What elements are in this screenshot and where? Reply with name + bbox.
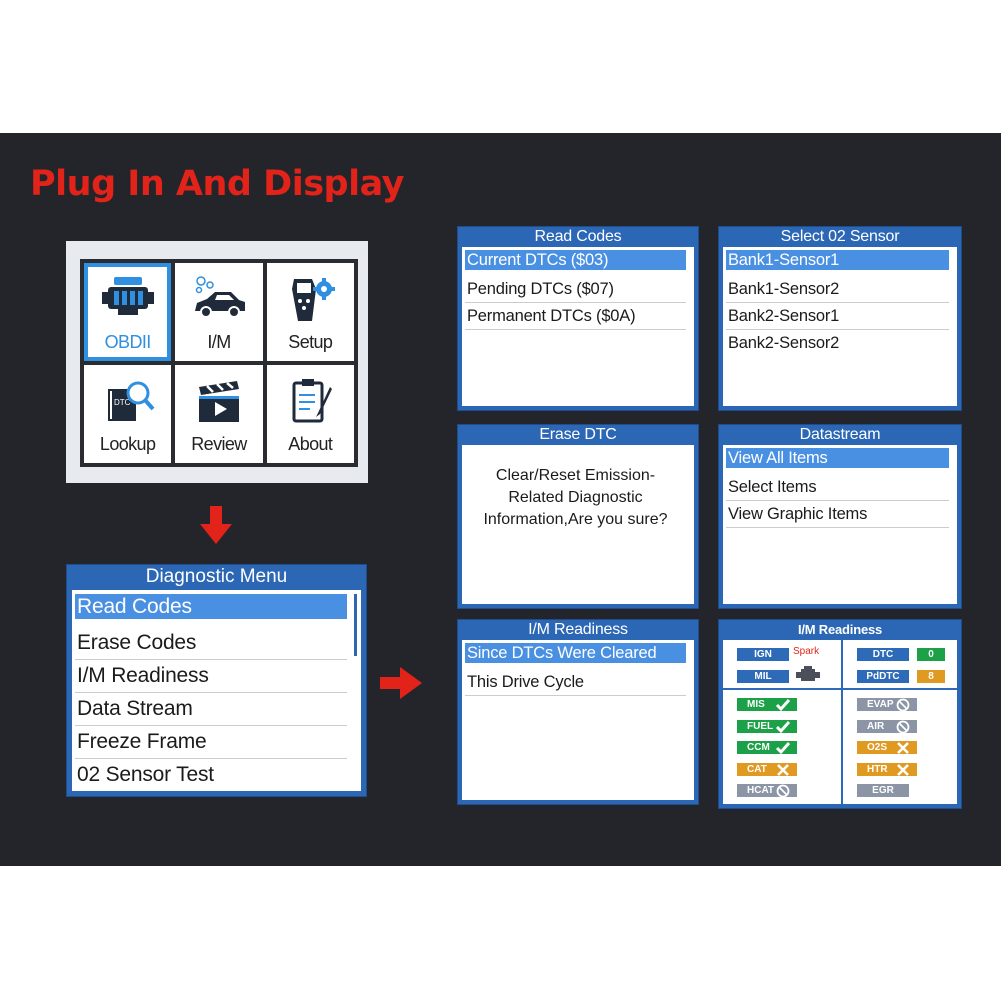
tile-label: About bbox=[288, 434, 333, 454]
confirm-message: Clear/Reset Emission- Related Diagnostic… bbox=[465, 465, 686, 531]
im-readiness-menu-screen: I/M Readiness Since DTCs Were Cleared Th… bbox=[457, 619, 699, 805]
tile-obdii[interactable]: OBDII bbox=[84, 263, 172, 361]
ign-badge: IGN bbox=[737, 648, 789, 661]
spark-label: Spark bbox=[793, 646, 820, 657]
screen-title: I/M Readiness bbox=[528, 621, 628, 638]
screen-title: Diagnostic Menu bbox=[145, 566, 288, 587]
arrow-right-icon bbox=[380, 667, 422, 699]
im-readiness-status-screen: I/M Readiness IGN Spark MIL DTC 0 PdDTC … bbox=[718, 619, 962, 809]
menu-item-im-readiness[interactable]: I/M Readiness bbox=[75, 660, 347, 693]
engine-icon bbox=[101, 277, 154, 315]
screen-body: Read Codes Erase Codes I/M Readiness Dat… bbox=[72, 590, 361, 791]
dtc-badge: DTC bbox=[857, 648, 909, 661]
headline: Plug In And Display bbox=[30, 164, 404, 204]
tile-label: Review bbox=[191, 434, 247, 454]
pddtc-count-badge: 8 bbox=[917, 670, 945, 683]
monitor-evap-badge: EVAP bbox=[857, 698, 917, 711]
menu-item-read-codes[interactable]: Read Codes bbox=[75, 594, 347, 619]
erase-dtc-screen: Erase DTC Clear/Reset Emission- Related … bbox=[457, 424, 699, 609]
menu-item-erase-codes[interactable]: Erase Codes bbox=[75, 627, 347, 660]
screen-body: Current DTCs ($03) Pending DTCs ($07) Pe… bbox=[462, 247, 694, 406]
diagnostic-menu-screen: Diagnostic Menu Read Codes Erase Codes I… bbox=[66, 564, 367, 797]
tile-lookup[interactable]: DTC Lookup bbox=[84, 365, 172, 463]
check-engine-icon bbox=[796, 666, 820, 681]
message-line: Information,Are you sure? bbox=[483, 511, 668, 528]
screen-body: Clear/Reset Emission- Related Diagnostic… bbox=[462, 445, 694, 604]
monitor-air-badge: AIR bbox=[857, 719, 917, 733]
menu-item-current-dtcs[interactable]: Current DTCs ($03) bbox=[465, 250, 686, 270]
dtc-count-badge: 0 bbox=[917, 648, 945, 661]
screen-title: Read Codes bbox=[534, 228, 622, 245]
menu-item-freeze-frame[interactable]: Freeze Frame bbox=[75, 726, 347, 759]
menu-item-pending-dtcs[interactable]: Pending DTCs ($07) bbox=[465, 276, 686, 303]
message-line: Related Diagnostic bbox=[508, 489, 643, 506]
scanner-gear-icon bbox=[292, 278, 336, 321]
menu-item-data-stream[interactable]: Data Stream bbox=[75, 693, 347, 726]
datastream-screen: Datastream View All Items Select Items V… bbox=[718, 424, 962, 609]
svg-text:DTC: DTC bbox=[114, 398, 131, 407]
screen-title: Datastream bbox=[799, 426, 881, 443]
tile-setup[interactable]: Setup bbox=[266, 263, 354, 361]
screen-title: I/M Readiness bbox=[797, 622, 883, 637]
tile-label: Setup bbox=[288, 332, 333, 352]
screen-body: Bank1-Sensor1 Bank1-Sensor2 Bank2-Sensor… bbox=[723, 247, 957, 406]
not-available-icon bbox=[775, 784, 791, 798]
grid-divider bbox=[841, 640, 843, 804]
select-o2-sensor-screen: Select 02 Sensor Bank1-Sensor1 Bank1-Sen… bbox=[718, 226, 962, 411]
tile-label: OBDII bbox=[104, 332, 152, 352]
cross-icon bbox=[895, 763, 911, 776]
not-available-icon bbox=[895, 698, 911, 712]
menu-item-o2-sensor-test[interactable]: 02 Sensor Test bbox=[77, 763, 214, 786]
read-codes-screen: Read Codes Current DTCs ($03) Pending DT… bbox=[457, 226, 699, 411]
menu-item-permanent-dtcs[interactable]: Permanent DTCs ($0A) bbox=[465, 303, 686, 330]
pddtc-badge: PdDTC bbox=[857, 670, 909, 683]
menu-item-this-drive-cycle[interactable]: This Drive Cycle bbox=[465, 669, 686, 696]
menu-item-select-items[interactable]: Select Items bbox=[726, 474, 949, 501]
tile-review[interactable]: Review bbox=[175, 365, 263, 463]
message-line: Clear/Reset Emission- bbox=[495, 467, 656, 484]
menu-item-bank2-sensor2[interactable]: Bank2-Sensor2 bbox=[728, 334, 840, 352]
menu-item-view-all-items[interactable]: View All Items bbox=[726, 448, 949, 468]
arrow-down-icon bbox=[200, 506, 232, 544]
monitor-egr-badge: EGR bbox=[857, 784, 909, 797]
menu-item-view-graphic-items[interactable]: View Graphic Items bbox=[726, 501, 949, 528]
screen-body: View All Items Select Items View Graphic… bbox=[723, 445, 957, 604]
menu-item-bank1-sensor2[interactable]: Bank1-Sensor2 bbox=[726, 276, 949, 303]
car-icon bbox=[194, 276, 245, 318]
tile-about[interactable]: About bbox=[266, 365, 354, 463]
not-available-icon bbox=[895, 720, 911, 733]
clipboard-pen-icon bbox=[292, 379, 333, 423]
screen-title: Erase DTC bbox=[539, 426, 617, 443]
check-icon bbox=[775, 720, 791, 733]
menu-item-since-dtcs-cleared[interactable]: Since DTCs Were Cleared bbox=[465, 643, 686, 663]
menu-item-bank1-sensor1[interactable]: Bank1-Sensor1 bbox=[726, 250, 949, 270]
menu-item-bank2-sensor1[interactable]: Bank2-Sensor1 bbox=[726, 303, 949, 330]
book-search-icon: DTC bbox=[107, 381, 155, 421]
check-icon bbox=[775, 698, 791, 712]
tile-im[interactable]: I/M bbox=[175, 263, 263, 361]
screen-body: Since DTCs Were Cleared This Drive Cycle bbox=[462, 640, 694, 800]
main-menu-grid: OBDII I/M Setup bbox=[80, 259, 358, 467]
mil-badge: MIL bbox=[737, 670, 789, 683]
clapperboard-icon bbox=[198, 381, 239, 422]
cross-icon bbox=[775, 763, 791, 776]
grid-divider bbox=[723, 688, 957, 690]
tile-label: I/M bbox=[207, 332, 231, 352]
scrollbar[interactable] bbox=[354, 594, 357, 656]
screen-title: Select 02 Sensor bbox=[780, 228, 900, 245]
check-icon bbox=[775, 741, 791, 755]
monitor-hcat-badge: HCAT bbox=[737, 784, 797, 797]
tile-label: Lookup bbox=[99, 434, 156, 454]
cross-icon bbox=[895, 741, 911, 754]
